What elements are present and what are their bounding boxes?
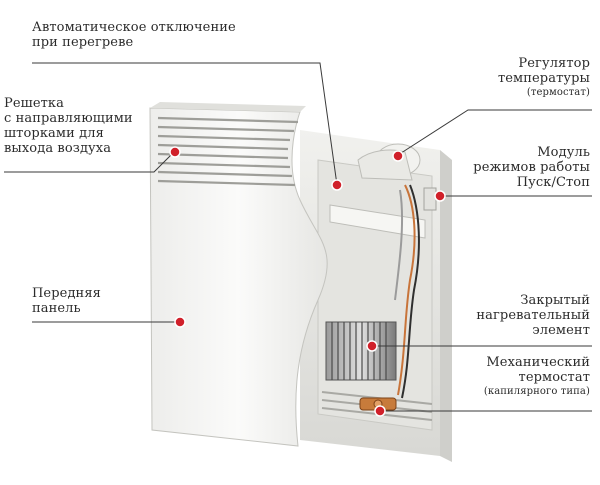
label-mode-module: Модуль режимов работы Пуск/Стоп [473,145,590,190]
marker-overheat [331,179,343,191]
label-mech-line-1: Механический [486,355,590,370]
marker-mech [374,405,386,417]
marker-element [366,340,378,352]
label-overheat-cutoff: Автоматическое отключение при перегреве [32,20,236,50]
label-grille-line-4: выхода воздуха [4,141,112,156]
label-heating-element: Закрытый нагревательный элемент [476,293,590,338]
marker-front [174,316,186,328]
capillary-thermostat [359,397,397,411]
marker-grille [169,146,181,158]
label-front-panel: Передняя панель [32,286,101,316]
label-module-line-2: режимов работы [473,160,590,175]
label-mechanical-thermostat: Механический термостат (капилярного типа… [484,355,590,399]
label-mech-line-2: термостат [518,370,590,385]
heating-element [325,321,397,381]
leader-overheat [32,62,338,186]
label-regulator-line-2: температуры [497,71,590,86]
housing-side [440,150,452,462]
label-overheat-line-2: при перегреве [32,35,134,50]
label-element-line-1: Закрытый [520,293,590,308]
markers [169,146,446,417]
label-element-line-3: элемент [532,323,590,338]
label-module-line-3: Пуск/Стоп [516,175,590,190]
label-air-grille: Решетка с направляющими шторками для вых… [4,96,133,156]
wiring [394,184,420,399]
label-front-line-2: панель [32,301,81,316]
leader-regulator [397,109,592,156]
label-overheat-line-1: Автоматическое отключение [32,20,236,35]
label-element-line-2: нагревательный [476,308,590,323]
label-temperature-regulator: Регулятор температуры (термостат) [498,56,590,100]
marker-regulator [392,150,404,162]
label-mech-note: (капилярного типа) [483,386,590,397]
marker-module [434,190,446,202]
leader-lines [4,62,592,412]
label-front-line-1: Передняя [32,286,101,301]
label-regulator-note: (термостат) [526,87,590,98]
label-grille-line-3: шторками для [4,126,104,141]
air-grille-louvres [157,116,299,187]
label-regulator-line-1: Регулятор [518,56,590,71]
label-grille-line-1: Решетка [4,96,64,111]
label-grille-line-2: с направляющими [4,111,133,126]
label-module-line-1: Модуль [537,145,590,160]
front-panel [149,107,328,447]
leader-grille [4,153,173,173]
mode-module [423,187,437,211]
